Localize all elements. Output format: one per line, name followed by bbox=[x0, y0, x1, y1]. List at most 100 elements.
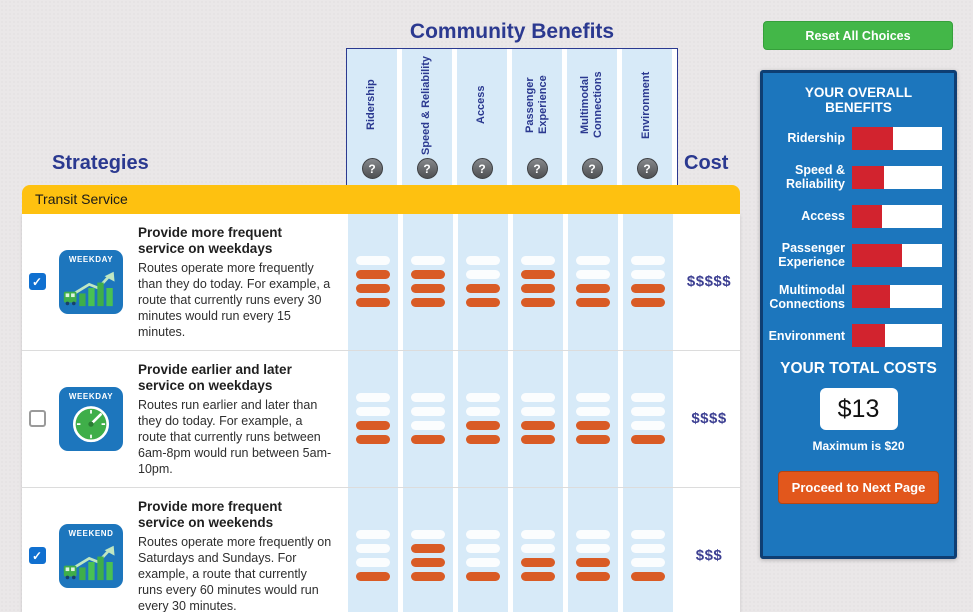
cost-heading: Cost bbox=[684, 152, 729, 174]
proceed-next-page-button[interactable]: Proceed to Next Page bbox=[777, 471, 940, 505]
help-icon[interactable]: ? bbox=[416, 158, 438, 179]
strategy-title: Provide more frequent service on weekday… bbox=[138, 225, 283, 257]
strategy-checkbox[interactable]: ✓ bbox=[28, 273, 46, 291]
benefit-pill-stack bbox=[623, 351, 673, 487]
benefit-pill-filled bbox=[356, 284, 390, 294]
benefit-pill-empty bbox=[466, 256, 500, 266]
help-icon[interactable]: ? bbox=[471, 158, 493, 179]
overall-benefits-title: YOUR OVERALL BENEFITS bbox=[804, 85, 913, 115]
meter-label: Ridership bbox=[787, 131, 845, 146]
help-icon[interactable]: ? bbox=[526, 158, 548, 179]
benefit-pill-filled bbox=[576, 298, 610, 308]
benefit-pill-empty bbox=[576, 544, 610, 554]
benefit-pill-stack bbox=[623, 488, 673, 612]
strategies-table: ✓ WEEKDAY bbox=[22, 214, 740, 612]
benefit-pill-filled bbox=[631, 572, 665, 582]
meter-track bbox=[852, 165, 942, 189]
benefit-pill-filled bbox=[631, 435, 665, 445]
strategy-icon-weekend-frequency: WEEKEND bbox=[59, 523, 123, 588]
frequency-chart-icon bbox=[63, 545, 115, 580]
column-stripe bbox=[458, 214, 508, 350]
benefits-header: Ridership ? Speed & Reliability ? Access… bbox=[346, 48, 678, 186]
benefit-pill-stack bbox=[458, 214, 508, 350]
meter-label: Multimodal Connections bbox=[769, 282, 846, 311]
benefit-pill-filled bbox=[521, 558, 555, 568]
benefit-pill-filled bbox=[466, 572, 500, 582]
column-stripe bbox=[403, 350, 453, 487]
benefit-pill-filled bbox=[631, 284, 665, 294]
benefit-pill-filled bbox=[466, 298, 500, 308]
benefit-pill-empty bbox=[576, 256, 610, 266]
benefit-pill-filled bbox=[356, 435, 390, 445]
strategy-icon-label: WEEKDAY bbox=[68, 254, 114, 264]
meter-speed-reliability: Speed & Reliability bbox=[775, 163, 942, 192]
benefit-column-label: Speed & Reliability bbox=[420, 55, 433, 155]
benefit-pill-empty bbox=[411, 393, 445, 403]
benefit-pill-filled bbox=[631, 298, 665, 308]
meter-fill bbox=[852, 285, 890, 309]
benefit-pill-filled bbox=[411, 558, 445, 568]
benefit-pill-empty bbox=[466, 544, 500, 554]
benefit-pill-empty bbox=[521, 407, 555, 417]
help-icon[interactable]: ? bbox=[636, 158, 658, 179]
benefit-pill-empty bbox=[576, 407, 610, 417]
benefit-column-label: Passenger Experience bbox=[523, 75, 549, 135]
benefit-pill-stack bbox=[348, 488, 398, 612]
help-icon[interactable]: ? bbox=[361, 158, 383, 179]
benefit-pill-empty bbox=[411, 421, 445, 431]
benefit-pill-filled bbox=[521, 572, 555, 582]
meter-track bbox=[852, 204, 942, 228]
meter-environment: Environment bbox=[769, 324, 942, 348]
benefit-column-passenger-experience: Passenger Experience ? bbox=[512, 49, 562, 185]
benefit-pill-empty bbox=[521, 256, 555, 266]
strategy-row: WEEKDAY Provide earlier and later servic… bbox=[22, 349, 740, 487]
benefit-pill-empty bbox=[411, 407, 445, 417]
help-icon[interactable]: ? bbox=[581, 158, 603, 179]
strategy-cost: $$$ bbox=[695, 547, 723, 565]
column-stripe bbox=[513, 350, 563, 487]
benefit-pill-empty bbox=[631, 393, 665, 403]
clock-gauge-icon bbox=[72, 405, 110, 443]
benefit-pill-stack bbox=[513, 214, 563, 350]
strategy-cost: $$$$$ bbox=[686, 273, 732, 291]
benefit-column-label: Environment bbox=[640, 71, 653, 139]
meter-track bbox=[852, 324, 942, 348]
benefit-column-label: Access bbox=[475, 85, 488, 125]
benefit-pill-stack bbox=[458, 351, 508, 487]
meter-ridership: Ridership bbox=[775, 127, 942, 150]
reset-all-choices-button[interactable]: Reset All Choices bbox=[763, 21, 953, 50]
benefit-pill-empty bbox=[356, 544, 390, 554]
column-stripe bbox=[348, 350, 398, 487]
column-stripe bbox=[458, 350, 508, 487]
benefit-pill-filled bbox=[576, 284, 610, 294]
strategy-checkbox[interactable]: ✓ bbox=[28, 547, 46, 565]
benefit-pill-filled bbox=[521, 270, 555, 280]
benefit-pill-empty bbox=[466, 558, 500, 568]
benefit-pill-stack bbox=[568, 214, 618, 350]
benefit-pill-empty bbox=[466, 407, 500, 417]
benefit-pill-filled bbox=[521, 421, 555, 431]
strategy-checkbox[interactable] bbox=[28, 410, 46, 428]
meter-fill bbox=[852, 243, 903, 267]
benefit-pill-empty bbox=[576, 270, 610, 280]
strategy-icon-weekday-frequency: WEEKDAY bbox=[59, 249, 123, 314]
benefit-pill-filled bbox=[356, 572, 390, 582]
meter-fill bbox=[852, 324, 886, 348]
benefit-pill-empty bbox=[466, 270, 500, 280]
benefit-column-ridership: Ridership ? bbox=[347, 49, 397, 185]
meter-multimodal-connections: Multimodal Connections bbox=[769, 283, 942, 312]
benefit-pill-empty bbox=[631, 421, 665, 431]
benefit-column-label: Multimodal Connections bbox=[578, 71, 604, 139]
column-stripe bbox=[568, 214, 618, 350]
benefit-pill-filled bbox=[466, 421, 500, 431]
meter-track bbox=[852, 127, 942, 150]
benefit-pill-empty bbox=[631, 407, 665, 417]
benefit-pill-empty bbox=[356, 393, 390, 403]
column-stripe bbox=[403, 214, 453, 350]
meter-label: Passenger Experience bbox=[778, 240, 845, 270]
strategy-row: ✓ WEEKEND bbox=[22, 486, 740, 612]
benefit-pill-filled bbox=[411, 298, 445, 308]
benefit-pill-empty bbox=[631, 256, 665, 266]
benefit-pill-empty bbox=[356, 407, 390, 417]
column-stripe bbox=[623, 350, 673, 487]
